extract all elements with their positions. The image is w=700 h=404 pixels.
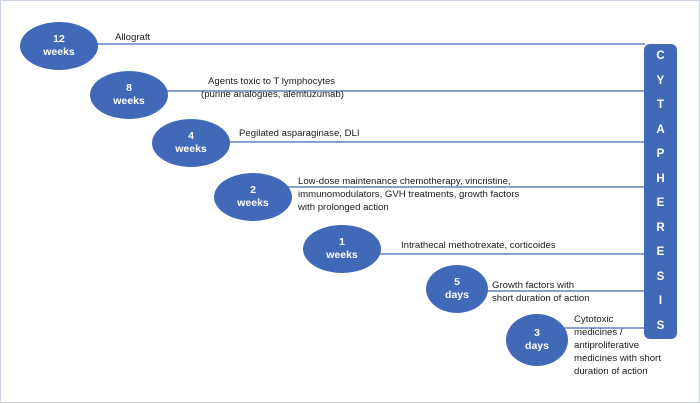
cytapheresis-letter: S bbox=[656, 319, 665, 332]
time-amount: 2 bbox=[250, 184, 256, 196]
treatment-label-t-lymphocyte-agents: Agents toxic to T lymphocytes (purine an… bbox=[201, 75, 344, 101]
label-line: medicines / bbox=[574, 327, 623, 338]
treatment-label-allograft: Allograft bbox=[115, 31, 150, 44]
time-amount: 1 bbox=[339, 236, 345, 248]
cytapheresis-letter: I bbox=[658, 295, 663, 308]
label-line: (purine analogues, alemtuzumab) bbox=[201, 89, 344, 100]
cytapheresis-letter: E bbox=[656, 246, 665, 259]
time-amount: 12 bbox=[53, 33, 65, 45]
cytapheresis-letter: P bbox=[656, 148, 665, 161]
label-line: Allograft bbox=[115, 32, 151, 43]
time-amount: 3 bbox=[534, 327, 540, 339]
time-ellipse-4-weeks: 4 weeks bbox=[152, 119, 230, 167]
label-line: short duration of action bbox=[492, 293, 590, 304]
label-line: immunomodulators, GVH treatments, growth… bbox=[298, 189, 520, 200]
time-unit: weeks bbox=[175, 143, 207, 155]
time-unit: days bbox=[525, 340, 549, 352]
cytapheresis-letter: C bbox=[656, 50, 665, 62]
time-ellipse-2-weeks: 2 weeks bbox=[214, 173, 292, 221]
cytapheresis-letter: Y bbox=[656, 74, 665, 87]
treatment-label-growth-factors-short: Growth factors with short duration of ac… bbox=[492, 279, 590, 305]
time-unit: weeks bbox=[237, 197, 269, 209]
time-ellipse-8-weeks: 8 weeks bbox=[90, 71, 168, 119]
time-unit: days bbox=[445, 289, 469, 301]
label-line: Intrathecal methotrexate, corticoides bbox=[401, 240, 556, 251]
label-line: Growth factors with bbox=[492, 280, 575, 291]
cytapheresis-letter: H bbox=[656, 172, 665, 185]
label-line: medicines with short bbox=[574, 353, 661, 364]
time-ellipse-1-weeks: 1 weeks bbox=[303, 225, 381, 273]
label-line: duration of action bbox=[574, 366, 648, 377]
cytapheresis-bar: C Y T A P H E R E S I S bbox=[644, 44, 677, 339]
cytapheresis-letter: E bbox=[656, 197, 665, 210]
label-line: Agents toxic to T lymphocytes bbox=[208, 76, 336, 87]
time-unit: weeks bbox=[113, 95, 145, 107]
treatment-label-maintenance: Low-dose maintenance chemotherapy, vincr… bbox=[298, 175, 519, 214]
cytapheresis-letter: S bbox=[656, 270, 665, 283]
time-unit: weeks bbox=[326, 249, 358, 261]
cytapheresis-letter: A bbox=[656, 123, 665, 136]
treatment-label-intrathecal: Intrathecal methotrexate, corticoides bbox=[401, 239, 556, 252]
label-line: Pegilated asparaginase, DLI bbox=[239, 128, 360, 139]
time-ellipse-3-days: 3 days bbox=[506, 314, 568, 366]
time-amount: 4 bbox=[188, 130, 194, 142]
time-unit: weeks bbox=[43, 46, 75, 58]
treatment-label-cytotoxic: Cytotoxic medicines / antiproliferative … bbox=[574, 313, 661, 378]
time-ellipse-5-days: 5 days bbox=[426, 265, 488, 313]
label-line: with prolonged action bbox=[298, 202, 389, 213]
label-line: Low-dose maintenance chemotherapy, vincr… bbox=[298, 176, 511, 187]
time-ellipse-12-weeks: 12 weeks bbox=[20, 22, 98, 70]
treatment-label-asparaginase: Pegilated asparaginase, DLI bbox=[239, 127, 360, 140]
cytapheresis-letter: T bbox=[656, 99, 665, 112]
label-line: antiproliferative bbox=[574, 340, 640, 351]
time-amount: 8 bbox=[126, 82, 132, 94]
cytapheresis-letter: R bbox=[656, 221, 665, 234]
time-amount: 5 bbox=[454, 276, 460, 288]
label-line: Cytotoxic bbox=[574, 314, 614, 325]
